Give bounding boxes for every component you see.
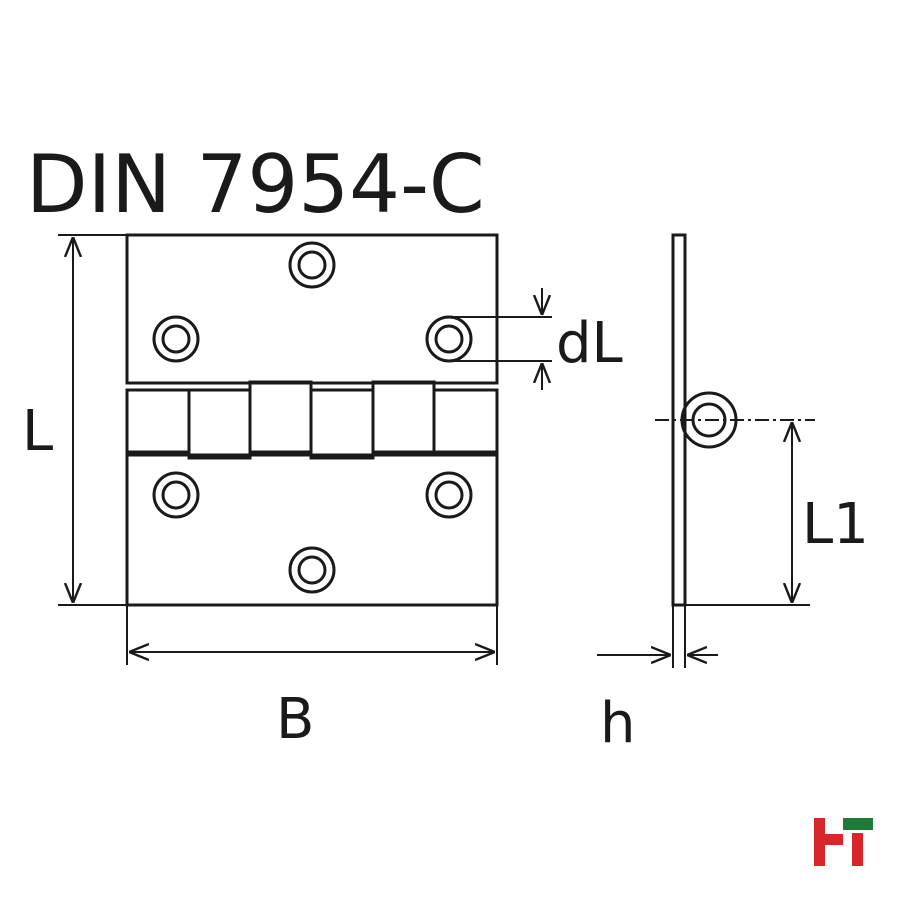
hinge-knuckles: [125, 380, 499, 460]
dimension-L1: [685, 422, 810, 606]
screw-hole: [152, 315, 200, 363]
dimension-h: [597, 605, 718, 668]
dimension-label-B: B: [276, 687, 314, 752]
screw-hole: [288, 546, 336, 594]
dimension-label-L1: L1: [802, 492, 869, 557]
screw-holes: [152, 241, 473, 594]
hinge-front-view: [125, 233, 499, 607]
dimension-B: [126, 605, 498, 665]
dimension-dL: [449, 288, 552, 390]
screw-hole: [425, 471, 473, 519]
dimension-L: [58, 234, 127, 606]
dimension-label-h: h: [600, 691, 636, 756]
screw-hole: [288, 241, 336, 289]
screw-hole: [425, 315, 473, 363]
dimension-label-L: L: [22, 399, 53, 464]
brand-logo-icon: [814, 818, 873, 866]
dimension-label-dL: dL: [556, 311, 623, 376]
screw-hole: [152, 471, 200, 519]
hinge-side-view: [655, 233, 815, 607]
diagram-title: DIN 7954-C: [26, 138, 485, 231]
